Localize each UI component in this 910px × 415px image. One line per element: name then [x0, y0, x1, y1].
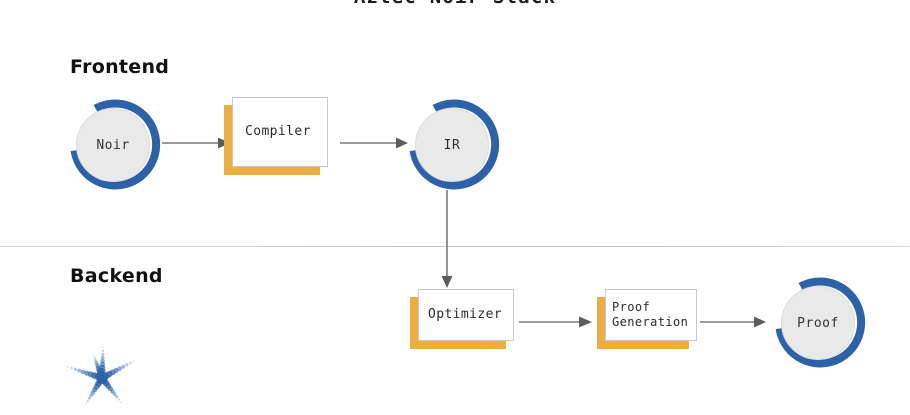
- node-proof-disc: Proof: [781, 286, 855, 360]
- node-compiler-label: Compiler: [245, 123, 311, 139]
- node-proof-generation-face: Proof Generation: [605, 289, 697, 341]
- node-noir-label: Noir: [96, 137, 130, 153]
- node-proof[interactable]: Proof: [770, 275, 866, 371]
- node-proof-generation-label: Proof Generation: [612, 300, 689, 329]
- node-noir[interactable]: Noir: [65, 97, 161, 193]
- starburst-decoration-icon: [63, 343, 138, 408]
- node-ir-disc: IR: [415, 108, 489, 182]
- ring-arc-icon: [409, 99, 500, 190]
- node-optimizer-face: Optimizer: [418, 289, 514, 341]
- node-ir-label: IR: [443, 137, 461, 153]
- section-divider: [0, 246, 910, 247]
- node-optimizer[interactable]: Optimizer: [410, 289, 514, 349]
- node-ir[interactable]: IR: [404, 97, 500, 193]
- section-heading-backend: Backend: [70, 265, 163, 287]
- node-proof-generation[interactable]: Proof Generation: [597, 289, 697, 349]
- arrow-noir-to-compiler: [162, 137, 230, 149]
- node-optimizer-label: Optimizer: [428, 306, 503, 322]
- arrow-ir-to-optimizer: [441, 190, 453, 288]
- node-proof-label: Proof: [797, 315, 839, 331]
- node-compiler-face: Compiler: [232, 97, 328, 167]
- section-heading-frontend: Frontend: [70, 56, 170, 78]
- ring-arc-icon: [70, 99, 161, 190]
- node-compiler[interactable]: Compiler: [224, 97, 328, 175]
- ring-arc-icon: [775, 277, 866, 368]
- arrow-compiler-to-ir: [340, 137, 408, 149]
- node-noir-disc: Noir: [76, 108, 150, 182]
- page-title: Aztec Noir Stack: [0, 0, 910, 8]
- arrow-optimizer-to-proof-generation: [519, 316, 592, 328]
- arrow-proof-generation-to-proof: [700, 316, 766, 328]
